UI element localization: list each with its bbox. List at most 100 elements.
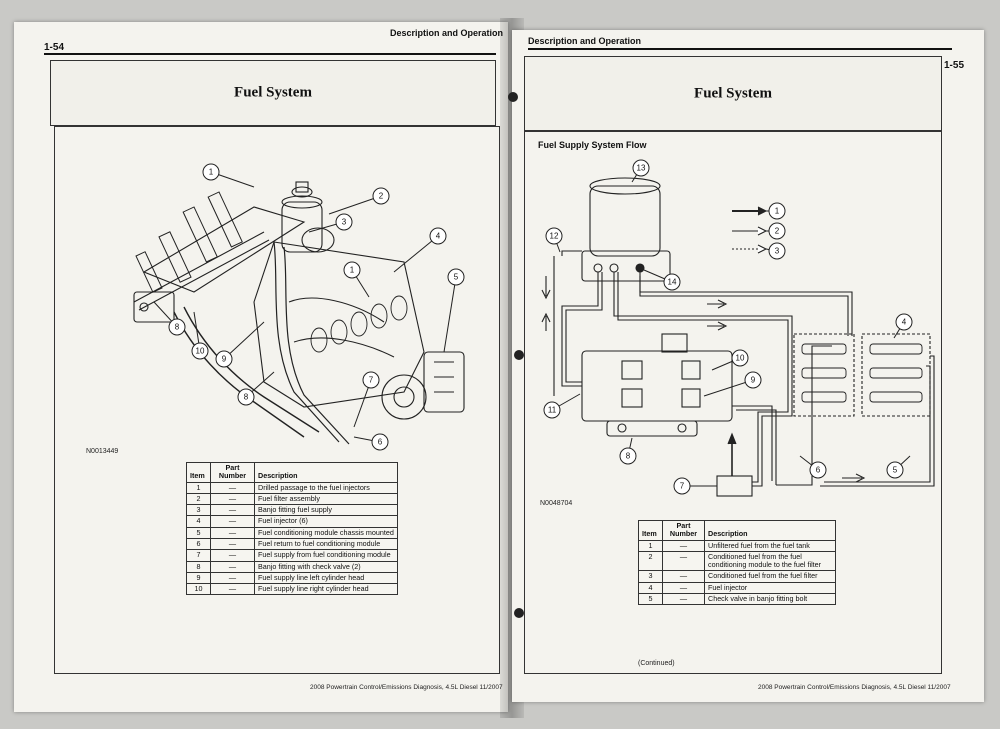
callout-marker: 1 (343, 261, 370, 298)
row-item: 1 (638, 539, 663, 552)
row-item: 3 (638, 570, 663, 583)
row-description: Fuel return to fuel conditioning module (254, 537, 398, 551)
page-footer: 2008 Powertrain Control/Emissions Diagno… (758, 684, 951, 691)
row-description: Fuel injector (704, 581, 836, 594)
row-part-number: — (210, 481, 255, 494)
callout-label: 8 (244, 393, 249, 402)
callout-marker: 5 (886, 455, 911, 479)
callout-marker: 5 (443, 268, 465, 353)
row-description: Conditioned fuel from the fuel condition… (704, 550, 836, 572)
figure-id: N0048704 (540, 500, 573, 507)
row-part-number: — (210, 492, 255, 506)
row-part-number: — (210, 504, 255, 517)
section-label: Description and Operation (528, 36, 642, 46)
row-item: 8 (186, 560, 211, 573)
figure-frame (54, 126, 500, 674)
callout-marker: 7 (353, 371, 380, 428)
table-row: 2—Conditioned fuel from the fuel conditi… (638, 550, 836, 572)
row-item: 9 (186, 571, 211, 585)
page-title: Fuel System (234, 84, 312, 101)
figure-caption: Fuel Supply System Flow (538, 140, 647, 150)
continued-note: (Continued) (638, 660, 675, 667)
parts-table: Item Part Number Description 1—Unfiltere… (638, 520, 836, 606)
binding-hole (514, 608, 524, 618)
row-description: Banjo fitting fuel supply (254, 504, 398, 517)
page-number: 1-54 (44, 42, 65, 53)
callout-label: 9 (751, 376, 756, 385)
page-footer: 2008 Powertrain Control/Emissions Diagno… (310, 684, 503, 691)
callout-label: 9 (222, 355, 227, 364)
parts-table: Item Part Number Description 1—Drilled p… (186, 462, 398, 596)
col-description: Description (254, 462, 398, 483)
row-description: Fuel supply from fuel conditioning modul… (254, 549, 398, 562)
row-description: Conditioned fuel from the fuel filter (704, 570, 836, 583)
table-row: 8—Banjo fitting with check valve (2) (186, 560, 398, 573)
callout-label: 2 (775, 227, 780, 236)
row-part-number: — (210, 526, 255, 539)
callout-label: 7 (369, 376, 374, 385)
row-description: Banjo fitting with check valve (2) (254, 560, 398, 573)
row-description: Check valve in banjo fitting bolt (704, 592, 836, 606)
callout-label: 1 (209, 168, 214, 177)
callout-marker: 13 (631, 159, 650, 183)
row-item: 5 (186, 526, 211, 539)
row-item: 6 (186, 537, 211, 551)
callout-label: 8 (175, 323, 180, 332)
callout-label: 11 (548, 406, 557, 415)
page-title: Fuel System (694, 85, 772, 102)
row-item: 4 (186, 515, 211, 528)
row-part-number: — (210, 560, 255, 573)
callout-label: 6 (378, 438, 383, 447)
figure-frame (524, 130, 942, 674)
callout-marker: 2 (766, 222, 786, 240)
binding-hole (514, 350, 524, 360)
table-row: 6—Fuel return to fuel conditioning modul… (186, 537, 398, 551)
row-item: 2 (638, 550, 663, 572)
callout-label: 3 (775, 247, 780, 256)
col-description: Description (704, 520, 836, 541)
callout-marker: 12 (545, 227, 563, 253)
figure-id: N0013449 (86, 448, 119, 455)
callout-label: 10 (196, 347, 205, 356)
callout-label: 1 (775, 207, 780, 216)
callout-label: 13 (637, 164, 646, 173)
callout-label: 1 (350, 266, 355, 275)
row-part-number: — (662, 592, 705, 606)
row-item: 3 (186, 504, 211, 517)
callout-label: 7 (680, 482, 685, 491)
row-part-number: — (210, 549, 255, 562)
header-rule (528, 48, 952, 50)
table-row: 1—Unfiltered fuel from the fuel tank (638, 539, 836, 552)
col-part-number: Part Number (662, 520, 705, 541)
callout-label: 4 (436, 232, 441, 241)
callout-marker: 4 (393, 227, 447, 273)
callout-marker: 8 (619, 437, 637, 465)
binding-hole (508, 92, 518, 102)
table-header-row: Item Part Number Description (186, 462, 398, 483)
table-row: 3—Conditioned fuel from the fuel filter (638, 570, 836, 583)
callout-marker: 10 (711, 349, 749, 371)
col-item: Item (186, 462, 211, 483)
callout-marker: 6 (353, 433, 389, 451)
callout-label: 10 (736, 354, 745, 363)
right-callouts: 13 1 2 3 12 14 4 10 9 11 8 6 5 7 (543, 159, 913, 495)
table-row: 5—Fuel conditioning module chassis mount… (186, 526, 398, 539)
row-item: 2 (186, 492, 211, 506)
row-description: Drilled passage to the fuel injectors (254, 481, 398, 494)
callout-marker: 6 (799, 455, 827, 479)
callout-label: 3 (342, 218, 347, 227)
row-description: Fuel conditioning module chassis mounted (254, 526, 398, 539)
page-number: 1-55 (944, 60, 965, 71)
callout-marker: 4 (893, 313, 913, 339)
row-part-number: — (662, 539, 705, 552)
row-part-number: — (210, 515, 255, 528)
row-part-number: — (662, 570, 705, 583)
title-box: Fuel System (50, 60, 496, 126)
col-item: Item (638, 520, 663, 541)
row-description: Unfiltered fuel from the fuel tank (704, 539, 836, 552)
callout-label: 4 (902, 318, 907, 327)
callout-marker: 3 (308, 213, 353, 233)
callout-marker: 2 (328, 187, 390, 215)
table-row: 4—Fuel injector (6) (186, 515, 398, 528)
row-part-number: — (662, 581, 705, 594)
